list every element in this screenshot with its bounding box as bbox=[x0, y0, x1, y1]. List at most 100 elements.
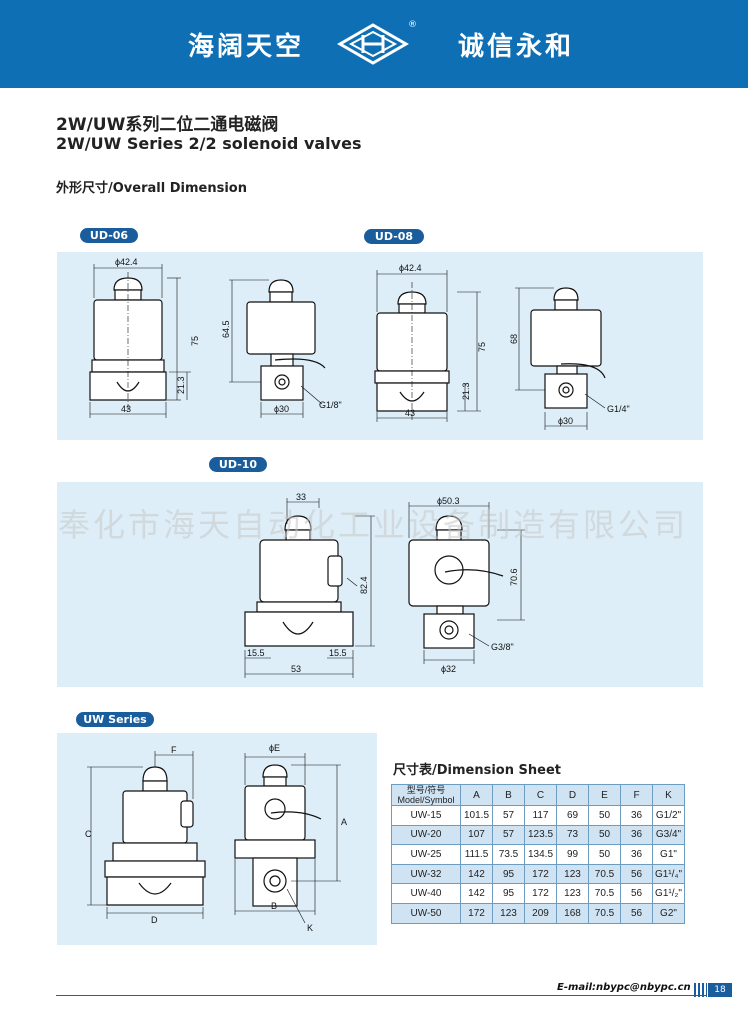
cell-model: UW-25 bbox=[391, 844, 461, 865]
uw-f-label: F bbox=[171, 745, 177, 755]
ud06-body-height-label: 21.3 bbox=[176, 376, 186, 394]
cell-a: 101.5 bbox=[460, 805, 493, 826]
cell-f: 36 bbox=[620, 844, 653, 865]
cell-d: 123 bbox=[556, 883, 589, 904]
cell-e: 50 bbox=[588, 805, 621, 826]
dimension-sheet-title: 尺寸表/Dimension Sheet bbox=[393, 763, 561, 778]
ud10-side-view bbox=[408, 515, 504, 649]
cell-model: UW-32 bbox=[391, 863, 461, 885]
ud06-side-view bbox=[246, 279, 326, 401]
cell-b: 123 bbox=[492, 902, 525, 924]
header-col-b: B bbox=[492, 784, 525, 806]
ud10-front-view bbox=[244, 515, 354, 647]
cell-a: 107 bbox=[460, 824, 493, 846]
ud10-label: UD-10 bbox=[209, 457, 267, 472]
ud10-drawings: 33 15.5 15.5 53 82.4 ϕ50.3 70.6 G3/8" ϕ3… bbox=[244, 492, 525, 678]
ud10-side-height-label: 70.6 bbox=[509, 568, 519, 586]
cell-a: 111.5 bbox=[460, 844, 493, 865]
table-row: UW-25 111.5 73.5 134.5 99 50 36 G1" bbox=[391, 844, 685, 865]
header-col-c: C bbox=[524, 784, 557, 806]
uw-series-drawings: F C D ϕE A B K bbox=[85, 743, 347, 933]
cell-b: 57 bbox=[492, 805, 525, 826]
uw-b-label: B bbox=[271, 901, 277, 911]
uw-c-label: C bbox=[85, 829, 92, 839]
cell-k: G1/2" bbox=[652, 805, 685, 826]
ud10-left-label: 15.5 bbox=[247, 648, 265, 658]
cell-d: 123 bbox=[556, 863, 589, 885]
registered-mark: ® bbox=[408, 20, 417, 30]
cell-b: 57 bbox=[492, 824, 525, 846]
cell-b: 73.5 bbox=[492, 844, 525, 865]
ud06-ud08-drawings: ϕ42.4 43 75 21.3 64.5 G1/8" ϕ30 ϕ42.4 43… bbox=[89, 257, 630, 430]
header-model-cn: 型号/符号 bbox=[406, 785, 446, 795]
table-row: UW-15 101.5 57 117 69 50 36 G1/2" bbox=[391, 805, 685, 826]
ud08-side-height-label: 68 bbox=[509, 334, 519, 344]
ud06-side-dia-label: ϕ30 bbox=[274, 404, 289, 414]
cell-e: 70.5 bbox=[588, 863, 621, 885]
footer-divider bbox=[56, 995, 707, 996]
uw-front-view bbox=[104, 766, 206, 906]
cell-k: G1¹/₂" bbox=[652, 883, 685, 904]
cell-a: 172 bbox=[460, 902, 493, 924]
ud08-side-dia-label: ϕ30 bbox=[558, 416, 573, 426]
header-col-d: D bbox=[556, 784, 589, 806]
header-banner: 海阔天空 ® 诚信永和 bbox=[0, 0, 748, 88]
ud06-port-label: G1/8" bbox=[319, 400, 342, 410]
cell-k: G1¹/₄" bbox=[652, 863, 685, 885]
ud06-height-label: 75 bbox=[190, 336, 200, 346]
ud10-top-width-label: 33 bbox=[296, 492, 306, 502]
header-col-a: A bbox=[460, 784, 493, 806]
footer-bar-decoration bbox=[694, 983, 707, 997]
ud10-height-label: 82.4 bbox=[359, 576, 369, 594]
cell-e: 70.5 bbox=[588, 902, 621, 924]
cell-model: UW-50 bbox=[391, 902, 461, 924]
cell-c: 172 bbox=[524, 863, 557, 885]
header-col-k: K bbox=[652, 784, 685, 806]
ud08-body-height-label: 21.3 bbox=[461, 382, 471, 400]
ud08-side-view bbox=[530, 287, 606, 409]
header-col-e: E bbox=[588, 784, 621, 806]
table-row: UW-50 172 123 209 168 70.5 56 G2" bbox=[391, 902, 685, 924]
cell-model: UW-20 bbox=[391, 824, 461, 846]
header-model-en: Model/Symbol bbox=[397, 795, 455, 805]
cell-c: 172 bbox=[524, 883, 557, 904]
cell-f: 56 bbox=[620, 883, 653, 904]
company-watermark: 奉化市海天自动化工业设备制造有限公司 bbox=[58, 506, 689, 544]
cell-model: UW-15 bbox=[391, 805, 461, 826]
ud08-port-label: G1/4" bbox=[607, 404, 630, 414]
dimension-table: 型号/符号 Model/Symbol A B C D E F K UW-15 1… bbox=[391, 784, 685, 924]
ud08-label: UD-08 bbox=[364, 229, 424, 244]
cell-d: 168 bbox=[556, 902, 589, 924]
cell-k: G1" bbox=[652, 844, 685, 865]
cell-e: 50 bbox=[588, 844, 621, 865]
cell-k: G3/4" bbox=[652, 824, 685, 846]
ud10-panel bbox=[57, 482, 703, 687]
cell-d: 73 bbox=[556, 824, 589, 846]
cell-d: 99 bbox=[556, 844, 589, 865]
footer-email: E-mail:nbypc@nbypc.cn bbox=[557, 982, 691, 993]
cell-c: 209 bbox=[524, 902, 557, 924]
ud10-right-label: 15.5 bbox=[329, 648, 347, 658]
cell-c: 134.5 bbox=[524, 844, 557, 865]
uw-side-view bbox=[234, 764, 322, 907]
ud10-side-dia-label: ϕ32 bbox=[441, 664, 456, 674]
ud06-dia-label: ϕ42.4 bbox=[115, 257, 138, 267]
ud08-height-label: 75 bbox=[477, 342, 487, 352]
title-en: 2W/UW Series 2/2 solenoid valves bbox=[56, 134, 362, 153]
table-row: UW-32 142 95 172 123 70.5 56 G1¹/₄" bbox=[391, 863, 685, 885]
ud08-dia-label: ϕ42.4 bbox=[399, 263, 422, 273]
cell-d: 69 bbox=[556, 805, 589, 826]
table-header-row: 型号/符号 Model/Symbol A B C D E F K bbox=[391, 784, 685, 806]
company-logo bbox=[337, 23, 409, 65]
cell-b: 95 bbox=[492, 883, 525, 904]
cell-c: 123.5 bbox=[524, 824, 557, 846]
cell-f: 56 bbox=[620, 863, 653, 885]
cell-f: 36 bbox=[620, 805, 653, 826]
cell-a: 142 bbox=[460, 883, 493, 904]
cell-f: 36 bbox=[620, 824, 653, 846]
cell-a: 142 bbox=[460, 863, 493, 885]
header-model: 型号/符号 Model/Symbol bbox=[391, 784, 461, 806]
page-number: 18 bbox=[708, 983, 732, 997]
table-row: UW-40 142 95 172 123 70.5 56 G1¹/₂" bbox=[391, 883, 685, 904]
ud06-label: UD-06 bbox=[80, 228, 138, 243]
